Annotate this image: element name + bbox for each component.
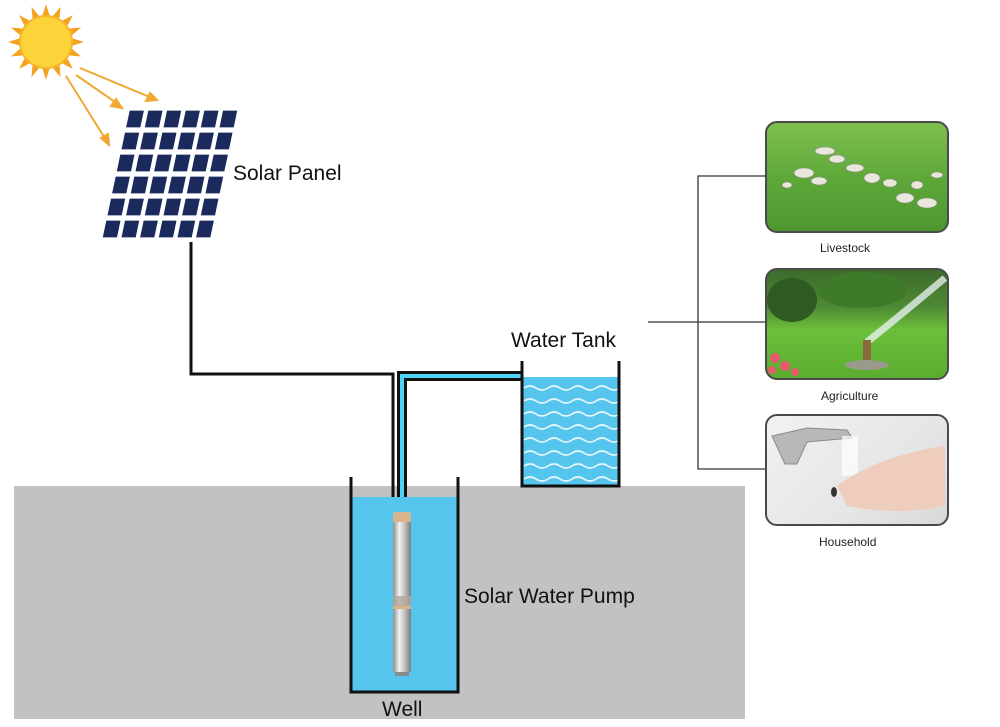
- submersible-pump: [393, 512, 411, 676]
- solar-panel-label: Solar Panel: [233, 162, 342, 185]
- solar-cell: [177, 132, 196, 150]
- solar-cell: [214, 132, 233, 150]
- solar-cell: [140, 220, 158, 238]
- agriculture-photo: [765, 268, 949, 380]
- solar-cell: [191, 154, 210, 172]
- solar-cell: [126, 198, 144, 216]
- solar-cell: [219, 110, 238, 128]
- power-wire: [189, 242, 395, 510]
- sun-ray: [41, 66, 51, 80]
- sheep-icon: [781, 146, 944, 209]
- water-wave: [523, 450, 621, 456]
- household-label: Household: [819, 535, 877, 549]
- sprinkler-icon: [767, 272, 947, 376]
- sun-ray: [41, 4, 51, 18]
- solar-cell: [144, 110, 163, 128]
- solar-cell: [112, 176, 130, 194]
- livestock-label: Livestock: [820, 241, 871, 255]
- water-wave: [523, 411, 621, 417]
- solar-cell: [200, 110, 219, 128]
- solar-cell: [102, 220, 121, 238]
- solar-cell: [210, 154, 228, 172]
- solar-cell: [200, 198, 219, 216]
- solar-cell: [135, 154, 154, 172]
- solar-cell: [168, 176, 186, 194]
- water-wave: [523, 385, 621, 391]
- solar-cell: [177, 220, 196, 238]
- sun-ray: [70, 37, 84, 47]
- tap-handwash-icon: [771, 427, 945, 511]
- well-label: Well: [382, 698, 423, 721]
- water-wave: [523, 424, 621, 430]
- solar-panel: [102, 110, 238, 238]
- solar-cell: [158, 132, 177, 150]
- water-pipe: [397, 371, 522, 510]
- solar-cell: [130, 176, 149, 194]
- solar-cell: [154, 154, 172, 172]
- solar-cell: [182, 198, 200, 216]
- solar-cell: [158, 220, 177, 238]
- solar-cell: [140, 132, 158, 150]
- solar-cell: [126, 110, 144, 128]
- water-wave: [523, 463, 621, 469]
- water-tank: [520, 361, 621, 488]
- water-wave: [523, 398, 621, 404]
- solar-cell: [163, 110, 182, 128]
- water-wave: [523, 437, 621, 443]
- solar-cell: [121, 132, 140, 150]
- solar-cell: [163, 198, 182, 216]
- solar-cell: [205, 176, 224, 194]
- water-wave: [523, 476, 621, 482]
- solar-cell: [107, 198, 126, 216]
- solar-cell: [172, 154, 191, 172]
- sun-icon: [8, 4, 84, 80]
- agriculture-label: Agriculture: [821, 389, 879, 403]
- distribution-lines: [648, 175, 766, 470]
- solar-cell: [196, 132, 214, 150]
- solar-cell: [186, 176, 205, 194]
- solar-cell: [144, 198, 163, 216]
- sun-ray: [8, 37, 22, 47]
- water-tank-label: Water Tank: [511, 329, 617, 352]
- solar-cell: [182, 110, 200, 128]
- solar-cell: [121, 220, 140, 238]
- sunlight-arrows: [65, 67, 160, 148]
- solar-cell: [196, 220, 214, 238]
- livestock-photo: [765, 121, 949, 233]
- solar-water-pump-label: Solar Water Pump: [464, 585, 635, 608]
- household-photo: [765, 414, 949, 526]
- solar-cell: [149, 176, 168, 194]
- solar-cell: [116, 154, 135, 172]
